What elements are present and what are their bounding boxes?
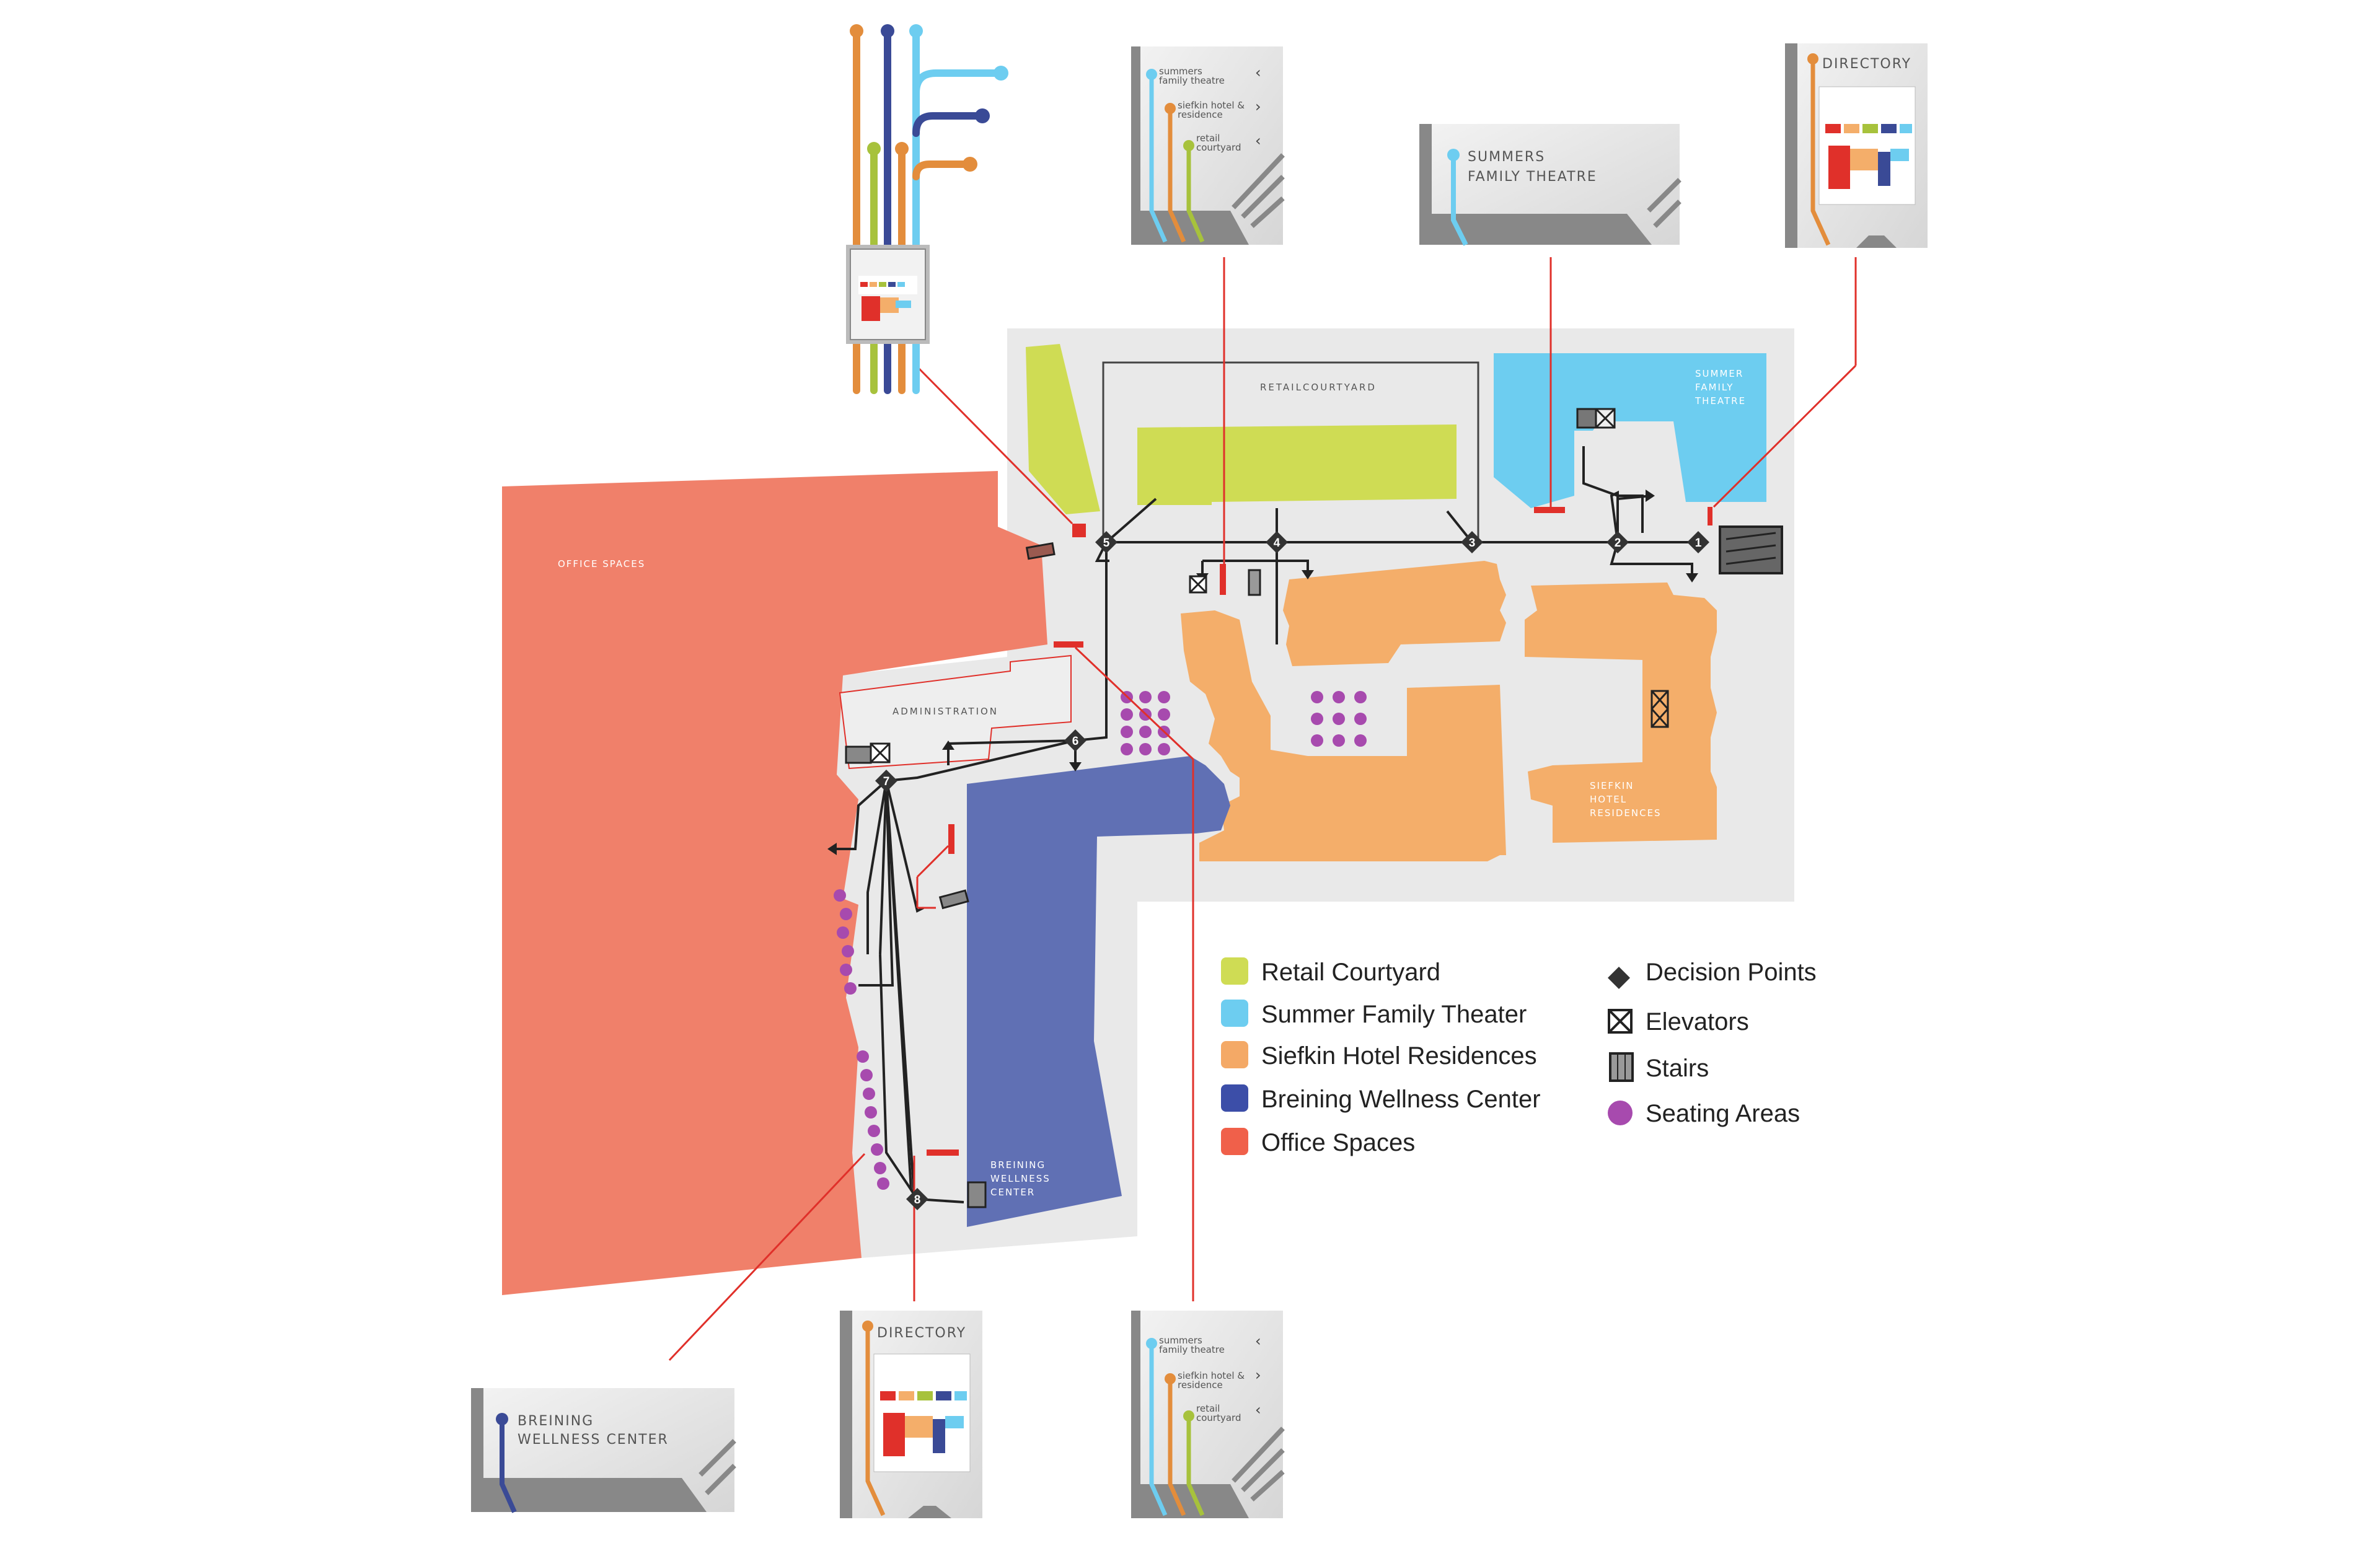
legend-label-breining: Breining Wellness Center (1261, 1086, 1541, 1113)
decision-point-5: 5 (1095, 531, 1117, 553)
sign-text: FAMILY THEATRE (1468, 169, 1597, 185)
callout-lines (668, 257, 1857, 1361)
sign-text: retail (1196, 133, 1220, 144)
map-label-siefkin-1: SIEFKIN (1590, 780, 1634, 791)
retail-courtyard-area: RETAILCOURTYARD (1026, 344, 1479, 543)
elevators-stairs (845, 408, 1783, 1208)
legend-label-office: Office Spaces (1261, 1129, 1415, 1156)
siefkin-area: SIEFKIN HOTEL RESIDENCES (1181, 561, 1717, 861)
svg-text:4: 4 (1274, 537, 1280, 550)
sign-wayfinding-top: summers family theatre siefkin hotel & r… (1131, 46, 1285, 245)
sign-text: DIRECTORY (1822, 56, 1911, 72)
sign-text: retail (1196, 1403, 1220, 1414)
map-label-administration: ADMINISTRATION (892, 706, 998, 717)
map-label-retail: RETAILCOURTYARD (1260, 382, 1377, 393)
decision-point-icon (1608, 967, 1630, 989)
svg-text:‹: ‹ (1255, 1401, 1261, 1418)
breining-area: BREINING WELLNESS CENTER (967, 756, 1230, 1227)
sign-text: siefkin hotel & (1178, 100, 1245, 111)
legend-label-seating: Seating Areas (1646, 1100, 1800, 1127)
svg-text:›: › (1255, 98, 1261, 115)
legend-swatch-siefkin (1221, 1041, 1248, 1068)
svg-text:1: 1 (1695, 537, 1702, 550)
sign-metro-lines (846, 24, 1008, 394)
svg-text:6: 6 (1072, 735, 1079, 748)
sign-directory-bottom: DIRECTORY (840, 1311, 982, 1518)
sign-text: courtyard (1196, 1412, 1241, 1423)
map-label-siefkin-3: RESIDENCES (1590, 807, 1662, 819)
map-label-breining-2: WELLNESS (990, 1173, 1051, 1184)
sign-text: siefkin hotel & (1178, 1370, 1245, 1381)
map-label-breining-3: CENTER (990, 1187, 1035, 1198)
svg-text:5: 5 (1103, 537, 1110, 550)
decision-point-7: 7 (875, 770, 897, 792)
legend-label-siefkin: Siefkin Hotel Residences (1261, 1042, 1537, 1070)
svg-text:›: › (1255, 1366, 1261, 1384)
legend-label-elevators: Elevators (1646, 1008, 1749, 1035)
legend-swatch-breining (1221, 1084, 1248, 1112)
legend-swatch-retail (1221, 957, 1248, 985)
map-label-breining-1: BREINING (990, 1159, 1046, 1171)
map-label-theatre-1: SUMMER (1695, 368, 1743, 379)
map-label-theatre-3: THEATRE (1695, 395, 1746, 407)
map-label-siefkin-2: HOTEL (1590, 794, 1627, 805)
elevator-icon (1608, 1009, 1633, 1034)
sign-text: residence (1178, 109, 1223, 120)
svg-text:7: 7 (883, 775, 890, 788)
sign-breining-wellness: BREINING WELLNESS CENTER (471, 1388, 736, 1513)
sign-text: family theatre (1159, 1344, 1225, 1355)
svg-text:2: 2 (1615, 537, 1621, 550)
svg-text:‹: ‹ (1255, 1332, 1261, 1350)
sign-wayfinding-bottom: summers family theatre siefkin hotel & r… (1131, 1311, 1285, 1518)
sign-text: BREINING (518, 1413, 594, 1429)
legend: Retail Courtyard Summer Family Theater S… (1221, 957, 1817, 1156)
sign-text: residence (1178, 1379, 1223, 1391)
office-spaces-area: OFFICE SPACES (502, 471, 1047, 1295)
decision-point-3: 3 (1461, 531, 1483, 553)
legend-label-stairs: Stairs (1646, 1055, 1709, 1082)
sign-text: WELLNESS CENTER (518, 1432, 669, 1448)
stairs-icon (1609, 1052, 1634, 1082)
seating-areas (834, 691, 1367, 1190)
map-label-office: OFFICE SPACES (558, 558, 645, 569)
svg-text:‹: ‹ (1255, 64, 1261, 81)
sign-summers-theatre: SUMMERS FAMILY THEATRE (1419, 124, 1681, 246)
sign-text: courtyard (1196, 142, 1241, 153)
decision-points: 1 2 3 4 5 6 7 8 (875, 531, 1709, 1210)
administration-area: ADMINISTRATION (839, 654, 1072, 770)
legend-label-retail: Retail Courtyard (1261, 959, 1440, 986)
sign-directory-top: DIRECTORY (1785, 43, 1928, 248)
decision-point-8: 8 (906, 1188, 928, 1210)
sign-markers (927, 507, 1712, 1156)
svg-text:‹: ‹ (1255, 132, 1261, 149)
seating-icon (1608, 1101, 1633, 1125)
svg-text:3: 3 (1469, 537, 1476, 550)
svg-text:8: 8 (914, 1194, 921, 1207)
sign-text: SUMMERS (1468, 149, 1545, 165)
legend-swatch-office (1221, 1128, 1248, 1155)
legend-label-theatre: Summer Family Theater (1261, 1001, 1527, 1028)
legend-swatch-theatre (1221, 1000, 1248, 1027)
decision-point-4: 4 (1266, 531, 1288, 553)
decision-point-2: 2 (1606, 531, 1629, 553)
theatre-area: SUMMER FAMILY THEATRE (1494, 353, 1766, 508)
sign-text: summers (1159, 1335, 1202, 1346)
sign-text: DIRECTORY (877, 1325, 966, 1341)
sign-text: family theatre (1159, 75, 1225, 86)
decision-point-6: 6 (1064, 729, 1086, 752)
map-label-theatre-2: FAMILY (1695, 382, 1734, 393)
decision-point-1: 1 (1687, 531, 1709, 553)
legend-label-decision: Decision Points (1646, 959, 1817, 986)
sign-text: summers (1159, 66, 1202, 77)
